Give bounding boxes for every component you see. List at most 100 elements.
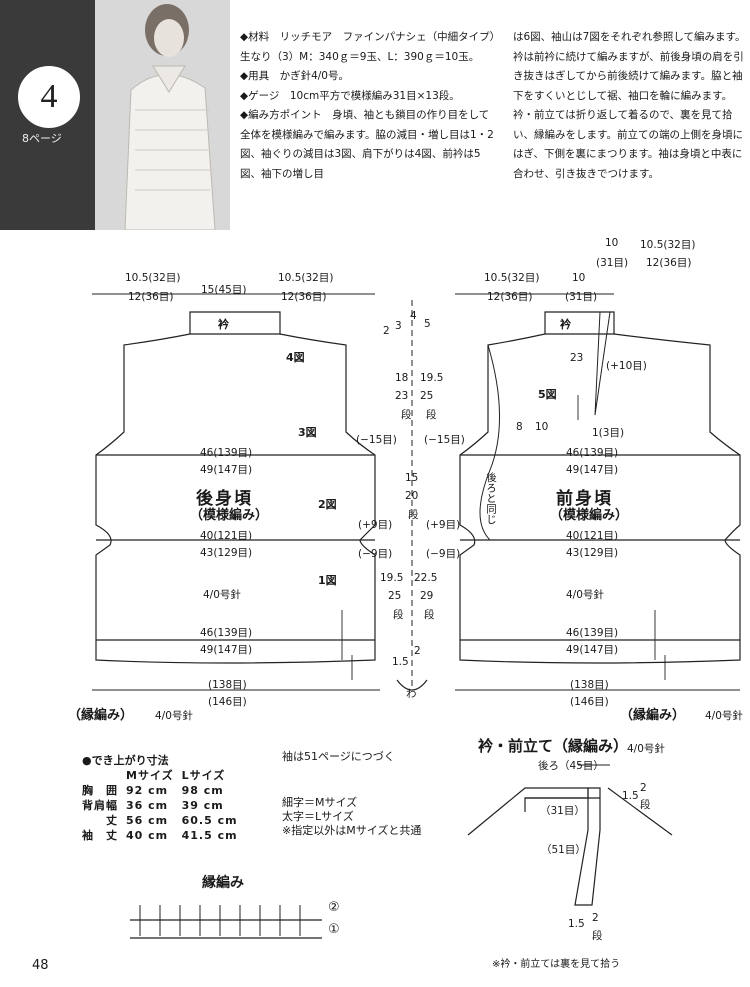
- finished-sizes: ●でき上がり寸法 Mサイズ Lサイズ 胸 囲 92 cm 98 cm 背肩幅 3…: [82, 752, 246, 843]
- back-fig4: 4図: [286, 351, 305, 364]
- sizes-heading: ●でき上がり寸法: [82, 754, 169, 767]
- back-w3-m: 46(139目): [200, 627, 253, 639]
- center-19-5b: 19.5: [380, 572, 404, 584]
- legend-common: ※指定以外はMサイズと共通: [282, 824, 422, 837]
- back-top-right-m: 10.5(32目): [278, 272, 334, 284]
- center-22-5: 22.5: [414, 572, 438, 584]
- sizes-value-l: 41.5 cm: [181, 829, 238, 842]
- front-needle: 4/0号針: [566, 589, 604, 601]
- collar-dan-bottom: 段: [592, 930, 603, 942]
- back-fig1: 1図: [318, 574, 337, 587]
- instructions-column-2: は6図、袖山は7図をそれぞれ参照して編みます。衿は前衿に続けて編みますが、前後身…: [513, 31, 746, 180]
- center-25: 25: [420, 390, 434, 402]
- center-19-5: 19.5: [420, 372, 444, 384]
- center-minus15-l: (−15目): [356, 434, 397, 446]
- points-text: ◆編み方ポイント 身頃、袖とも鎖目の作り目をして全体を模様編みで編みます。脇の減…: [240, 109, 494, 180]
- center-plus9-l: (+9目): [358, 519, 393, 531]
- back-subtitle: （模様編み）: [190, 508, 269, 523]
- center-1-5: 1.5: [392, 656, 409, 668]
- center-2: 2: [383, 325, 390, 337]
- collar-back-count: 後ろ（45目）: [538, 760, 604, 772]
- back-needle: 4/0号針: [203, 589, 241, 601]
- front-w2-l: 43(129目): [566, 547, 619, 559]
- front-top-d: 12(36目): [646, 257, 692, 269]
- table-row: 背肩幅 36 cm 39 cm: [82, 798, 246, 813]
- front-sh-c2: (31目): [565, 291, 598, 303]
- sizes-value-m: 36 cm: [126, 799, 169, 812]
- gauge-text: ◆ゲージ 10cm平方で模様編み31目×13段。: [240, 89, 460, 102]
- collar-2-top: 2: [640, 782, 647, 794]
- sizes-header-row: Mサイズ Lサイズ: [82, 768, 246, 783]
- collar-2-bottom: 2: [592, 912, 599, 924]
- back-collar-label: 衿: [218, 318, 229, 331]
- sizes-value-m: 40 cm: [126, 829, 169, 842]
- back-edge-label: （縁編み）: [68, 708, 134, 723]
- sizes-value-m: 56 cm: [126, 814, 169, 827]
- center-minus9-r: (−9目): [426, 548, 461, 560]
- legend-bold: 太字＝Lサイズ: [282, 810, 354, 823]
- back-fig3: 3図: [298, 426, 317, 439]
- front-sh-c: 10: [572, 272, 586, 284]
- back-w3-l: 49(147目): [200, 644, 253, 656]
- collar-dan-top: 段: [640, 799, 651, 811]
- collar-diagram-title: 衿・前立て（縁編み）: [478, 737, 629, 755]
- front-plus10: (+10目): [606, 360, 647, 372]
- center-2b: 2: [414, 645, 421, 657]
- sizes-value-l: 98 cm: [181, 784, 224, 797]
- edge-chart-row2: ②: [328, 900, 340, 915]
- back-edge-needle: 4/0号針: [155, 710, 193, 722]
- collar-footnote: ※衿・前立ては裏を見て拾う: [492, 959, 621, 970]
- collar-1-5-top: 1.5: [622, 790, 639, 802]
- back-w2-m: 40(121目): [200, 530, 253, 542]
- back-top-mid: 15(45目): [201, 284, 247, 296]
- sizes-col-l: Lサイズ: [181, 769, 226, 782]
- center-3: 3: [395, 320, 402, 332]
- front-top-c: (31目): [596, 257, 629, 269]
- back-w2-l: 43(129目): [200, 547, 253, 559]
- center-dan-5: 段: [424, 609, 435, 621]
- sleeve-continued-note: 袖は51ページにつづく: [282, 750, 395, 763]
- size-legend: 細字＝Mサイズ 太字＝Lサイズ ※指定以外はMサイズと共通: [282, 796, 421, 838]
- model-photo: [95, 0, 230, 230]
- front-one: 1(3目): [592, 427, 625, 439]
- back-w1-l: 49(147目): [200, 464, 253, 476]
- front-w3-l: 49(147目): [566, 644, 619, 656]
- front-title: 前身頃: [556, 489, 613, 509]
- edge-chart-title: 縁編み: [202, 875, 244, 891]
- center-29: 29: [420, 590, 434, 602]
- front-hem-l: (146目): [570, 696, 609, 708]
- sizes-col-m: Mサイズ: [126, 769, 174, 782]
- front-sh-l: 12(36目): [487, 291, 533, 303]
- front-subtitle: （模様編み）: [550, 508, 629, 523]
- sizes-table: Mサイズ Lサイズ 胸 囲 92 cm 98 cm 背肩幅 36 cm 39 c…: [82, 768, 246, 843]
- front-w3-m: 46(139目): [566, 627, 619, 639]
- back-title: 後身頃: [196, 489, 253, 509]
- front-w1-m: 46(139目): [566, 447, 619, 459]
- center-18: 18: [395, 372, 409, 384]
- legend-thin: 細字＝Mサイズ: [282, 796, 358, 809]
- front-sh-m: 10.5(32目): [484, 272, 540, 284]
- sizes-label: 袖 丈: [82, 829, 118, 842]
- table-row: 胸 囲 92 cm 98 cm: [82, 783, 246, 798]
- sizes-value-l: 60.5 cm: [181, 814, 238, 827]
- center-5: 5: [424, 318, 431, 330]
- sizes-label: 胸 囲: [82, 784, 118, 797]
- front-d8: 8: [516, 421, 523, 433]
- center-4: 4: [410, 310, 417, 322]
- center-dan-2: 段: [426, 409, 437, 421]
- collar-diagram-needle: 4/0号針: [627, 743, 665, 755]
- model-illustration: [95, 0, 230, 230]
- back-hem-m: (138目): [208, 679, 247, 691]
- back-body-outline: [189, 311, 281, 335]
- center-dan-3: 段: [408, 509, 419, 521]
- back-fig2: 2図: [318, 498, 337, 511]
- center-dan-4: 段: [393, 609, 404, 621]
- pattern-number-badge: 4: [18, 66, 80, 128]
- back-top-left-l: 12(36目): [128, 291, 174, 303]
- collar-1-5-bottom: 1.5: [568, 918, 585, 930]
- back-hem-l: (146目): [208, 696, 247, 708]
- front-w2-m: 40(121目): [566, 530, 619, 542]
- tools-text: ◆用具 かぎ針4/0号。: [240, 70, 349, 82]
- sizes-label: 丈: [106, 814, 118, 827]
